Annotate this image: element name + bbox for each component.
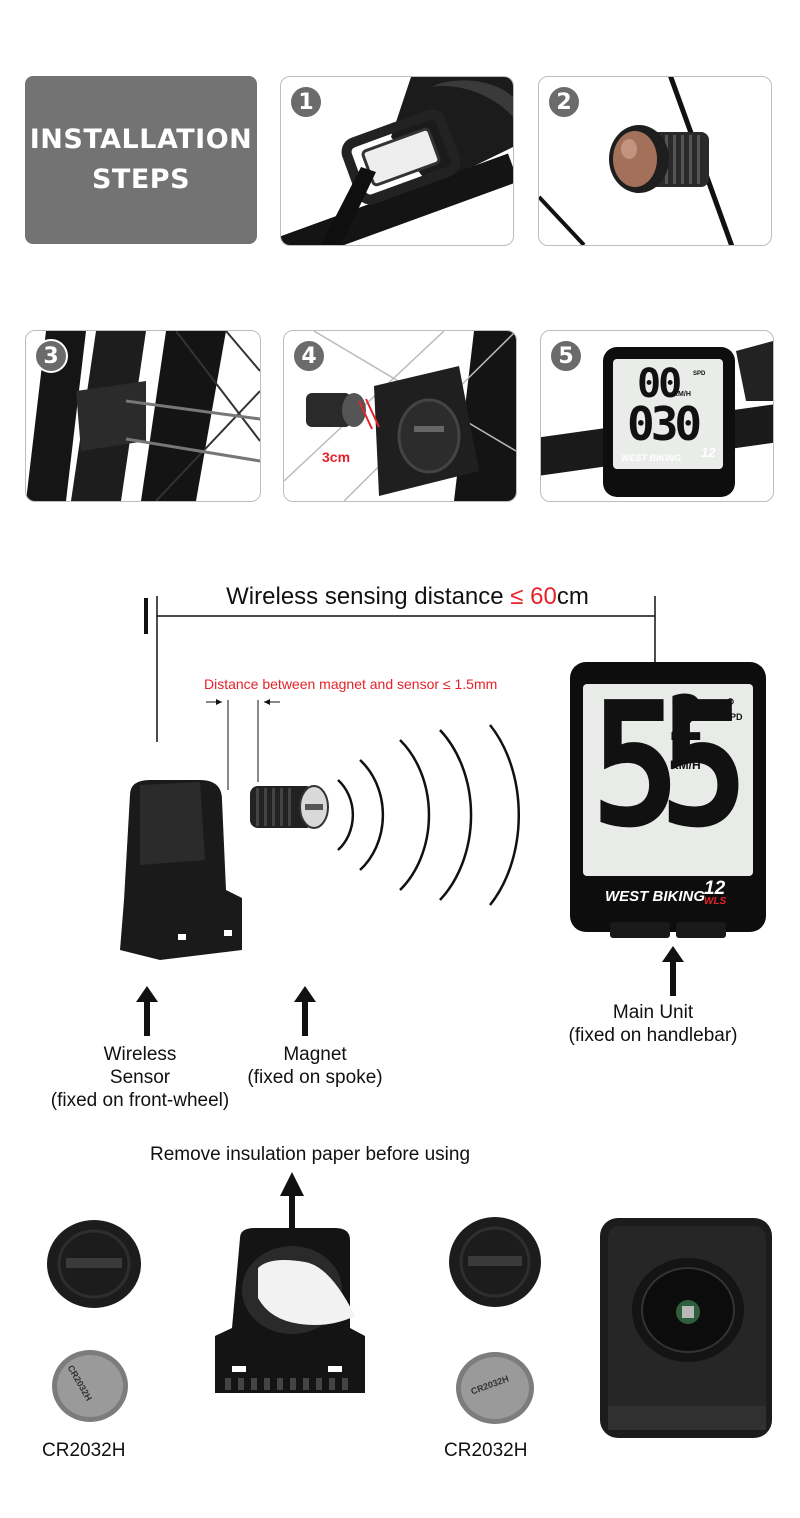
battery-cover-2-image bbox=[449, 1217, 541, 1307]
main-unit-back-image bbox=[600, 1218, 772, 1438]
step-2-badge: 2 bbox=[547, 85, 581, 119]
main-unit-brand: WEST BIKING bbox=[605, 888, 705, 905]
step-5-image: 5 00 KM/H SPD 030 WEST BIKING 12 bbox=[540, 330, 774, 502]
step-3-image: 3 bbox=[25, 330, 261, 502]
main-unit-unit: KM/H bbox=[670, 758, 701, 772]
battery-1-label: CR2032H bbox=[42, 1440, 126, 1461]
step-1-illustration bbox=[281, 77, 513, 245]
step-2-image: 2 bbox=[538, 76, 772, 246]
step-5-bottom-digits: 030 bbox=[627, 397, 702, 451]
step-4-distance-label: 3cm bbox=[322, 449, 351, 465]
magnet-label: Magnet (fixed on spoke) bbox=[247, 1044, 383, 1088]
magnet-distance-label: Distance between magnet and sensor ≤ 1.5… bbox=[204, 676, 498, 692]
step-3-illustration bbox=[26, 331, 260, 501]
title-line-1: INSTALLATION bbox=[29, 124, 253, 155]
step-5-top-digits: 00 bbox=[637, 361, 682, 407]
wireless-distance-label: Wireless sensing distance ≤ 60cm bbox=[226, 583, 589, 610]
main-unit-small-digit: 2 bbox=[668, 682, 706, 755]
step-5-brand: WEST BIKING bbox=[621, 453, 681, 463]
main-unit-speed-digits: 55 bbox=[590, 666, 749, 867]
sensor-label: Wireless Sensor (fixed on front-wheel) bbox=[50, 1044, 230, 1111]
sensor-with-insulation-paper-image bbox=[215, 1228, 365, 1393]
insulation-arrow-icon bbox=[280, 1172, 304, 1242]
step-1-image: 1 bbox=[280, 76, 514, 246]
bike-icon: ⚲ bbox=[726, 696, 735, 710]
step-5-illustration bbox=[541, 341, 773, 497]
magnet-arrow-icon bbox=[294, 986, 316, 1036]
battery-cover-1-image bbox=[47, 1220, 141, 1308]
coin-battery-1-image bbox=[52, 1350, 128, 1422]
main-unit-label: Main Unit (fixed on handlebar) bbox=[568, 1002, 738, 1046]
step-5-mode: SPD bbox=[693, 371, 706, 377]
step-4-badge: 4 bbox=[292, 339, 326, 373]
installation-steps-title: INSTALLATION STEPS bbox=[25, 76, 257, 244]
insulation-note: Remove insulation paper before using bbox=[149, 1144, 471, 1165]
title-line-2: STEPS bbox=[91, 164, 191, 195]
sensor-arrow-icon bbox=[136, 986, 158, 1036]
step-5-unit: KM/H bbox=[673, 391, 691, 398]
step-4-image: 4 3cm bbox=[283, 330, 517, 502]
main-unit-mode: SPD bbox=[724, 712, 743, 722]
distance-diagram bbox=[120, 596, 766, 960]
main-unit-model-sub: WLS bbox=[704, 896, 727, 907]
battery-2-label: CR2032H bbox=[444, 1440, 528, 1461]
step-2-illustration bbox=[539, 77, 735, 245]
step-4-illustration bbox=[284, 331, 516, 501]
main-unit-arrow-icon bbox=[662, 946, 684, 996]
main-unit-model: 12 bbox=[704, 878, 726, 899]
step-5-model: 12 bbox=[701, 445, 716, 460]
step-5-badge: 5 bbox=[549, 339, 583, 373]
arrow-up-icon: ▲ bbox=[703, 705, 712, 715]
coin-battery-2-image bbox=[456, 1352, 534, 1424]
step-3-badge: 3 bbox=[34, 339, 68, 373]
step-1-badge: 1 bbox=[289, 85, 323, 119]
